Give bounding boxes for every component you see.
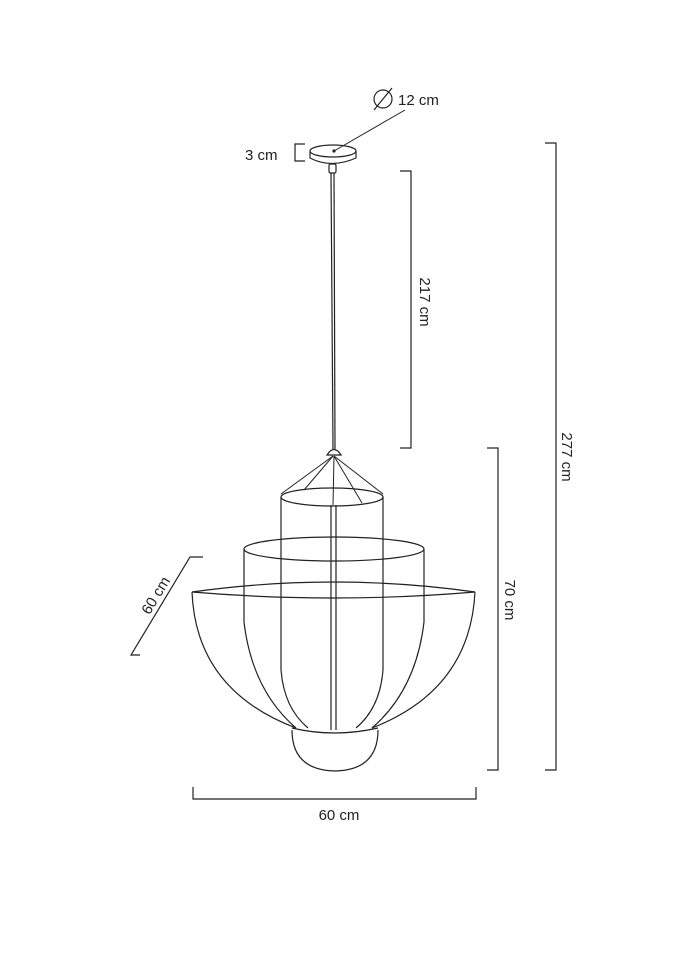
top-mount xyxy=(325,448,343,456)
shade-height-dimension: 70 cm xyxy=(487,447,518,771)
cord-length-bracket xyxy=(400,170,412,449)
canopy-diameter-dimension: 12 cm xyxy=(332,87,439,153)
shade-width-bracket xyxy=(192,787,477,800)
total-height-label: 277 cm xyxy=(558,432,575,481)
canopy-diameter-leader xyxy=(333,109,406,152)
total-height-bracket xyxy=(545,142,557,771)
shade-height-label: 70 cm xyxy=(501,580,518,621)
total-height-dimension: 277 cm xyxy=(545,142,575,771)
canopy-height-label: 3 cm xyxy=(245,147,278,164)
cord-length-label: 217 cm xyxy=(416,277,433,326)
shade-depth-bracket xyxy=(129,556,203,656)
shade-height-bracket xyxy=(487,447,499,771)
shade-depth-label: 60 cm xyxy=(138,574,174,618)
shade-width-label: 60 cm xyxy=(319,807,360,824)
bottom-dome xyxy=(291,729,379,772)
ceiling-canopy xyxy=(309,144,357,174)
canopy-diameter-label: 12 cm xyxy=(398,92,439,109)
bottom-rim xyxy=(191,581,476,593)
lamp-shade xyxy=(191,448,476,772)
canopy-height-dimension: 3 cm xyxy=(245,143,305,164)
top-ring xyxy=(280,487,384,507)
shade-depth-dimension: 60 cm xyxy=(129,556,203,656)
shade-width-dimension: 60 cm xyxy=(192,787,477,824)
cord-length-dimension: 217 cm xyxy=(400,170,433,449)
middle-ring xyxy=(243,536,425,562)
suspension-cord xyxy=(330,172,336,450)
diameter-icon xyxy=(373,87,393,111)
canopy-height-bracket xyxy=(294,143,305,162)
canopy-diameter-leader-dot xyxy=(332,149,336,153)
